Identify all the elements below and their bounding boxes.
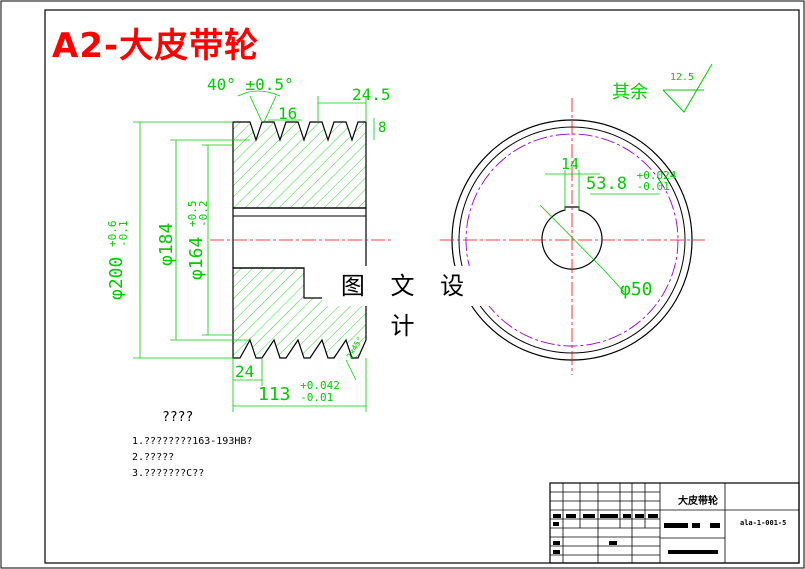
- dim-total-tol-lower: -0.01: [300, 391, 334, 404]
- left-dimension-lines: [133, 90, 375, 412]
- dim-outer-tol-lower: -0.1: [116, 220, 130, 248]
- dim-total-width-group: 113 +0.042 -0.01: [258, 379, 340, 406]
- watermark-label: 图 文 设 计: [322, 266, 492, 340]
- dim-keyway-depth: 53.8: [586, 174, 627, 194]
- dim-inner-tol-upper: +0.5: [185, 200, 199, 228]
- dim-groove-pitch: 24.5: [352, 85, 391, 104]
- dim-inner-dia: φ164: [186, 236, 207, 280]
- surface-finish-symbol: [662, 63, 713, 113]
- notes-title: ????: [162, 410, 194, 425]
- rim-upper-section: [232, 121, 367, 209]
- surface-finish-value: 12.5: [670, 72, 695, 83]
- title-block-fill-marks: [553, 514, 720, 554]
- dim-keyway-tol-upper: +0.024: [636, 169, 677, 182]
- dim-inner-tol-lower: -0.2: [196, 200, 210, 228]
- dim-keyway-width: 14: [561, 155, 580, 173]
- drawing-title: A2-大皮带轮: [52, 26, 260, 66]
- dim-total-width: 113: [258, 384, 291, 405]
- bore-with-keyway: [541, 206, 603, 270]
- front-dimension-lines: [539, 170, 660, 293]
- dim-keyway-depth-group: 53.8 +0.024 -0.01: [586, 170, 676, 194]
- note-item-2: 2.?????: [132, 452, 175, 463]
- dim-keyway-tol-lower: -0.01: [636, 180, 670, 193]
- dim-outer-dia-group: φ200 +0.6 -0.1: [105, 220, 130, 301]
- note-item-1: 1.????????163-193HB?: [132, 436, 253, 447]
- inner-frame: [44, 9, 800, 564]
- dim-depth-right: 8: [378, 120, 387, 136]
- dim-outer-tol-upper: +0.6: [105, 220, 119, 248]
- dim-bore-dia: φ50: [620, 279, 653, 300]
- title-block-grid: [549, 482, 800, 564]
- dim-left-offset: 24: [235, 362, 255, 381]
- dim-outer-dia: φ200: [106, 256, 127, 300]
- dim-inner-dia-group: φ164 +0.5 -0.2: [185, 200, 210, 281]
- dim-angle: 40° ±0.5°: [207, 75, 294, 94]
- dim-groove-width: 16: [278, 104, 298, 123]
- technical-notes: ???? 1.????????163-193HB? 2.????? 3.????…: [132, 410, 252, 482]
- note-item-3: 3.???????C??: [132, 468, 205, 479]
- dim-pitch-dia: φ184: [156, 222, 177, 266]
- dim-total-tol-upper: +0.042: [300, 379, 340, 392]
- title-block-part-name: 大皮带轮: [678, 496, 718, 507]
- rim-lower-section: [232, 267, 367, 359]
- surface-finish-label: 其余: [612, 82, 648, 103]
- title-block-drawing-no: ala-1-001-5: [740, 519, 787, 527]
